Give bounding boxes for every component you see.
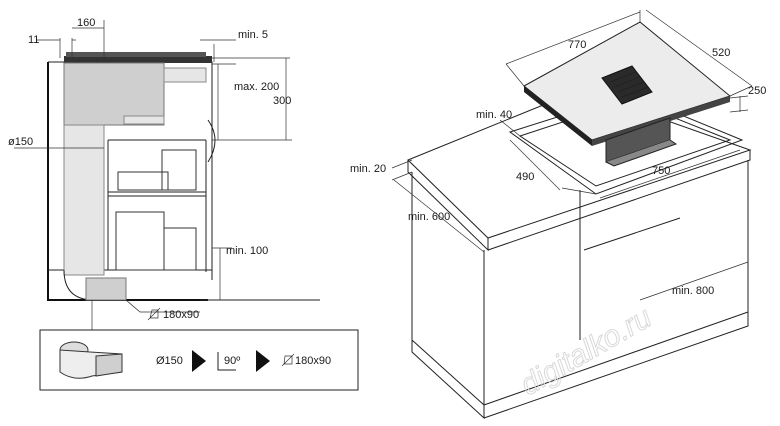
dim-min5-line	[200, 39, 236, 65]
dim-300-label: 300	[273, 95, 291, 107]
dim-min40-label: min. 40	[476, 109, 512, 121]
dim-250-line	[729, 95, 749, 113]
dim-duct-line	[125, 299, 200, 313]
cabinet-front-edge	[204, 61, 213, 280]
dim-11-line	[36, 38, 76, 58]
adapter-rect-label: 180x90	[295, 355, 331, 367]
dim-750-label: 750	[652, 165, 670, 177]
dim-duct-label: 180x90	[163, 309, 199, 321]
dim-max200-label: max. 200	[234, 81, 279, 93]
adapter-round-label: Ø150	[156, 355, 183, 367]
pot-3	[163, 227, 197, 271]
dim-min5-label: min. 5	[238, 29, 268, 41]
dim-520-line	[645, 9, 753, 97]
pot-2	[115, 211, 165, 271]
duct-adapter-panel: Ø150 90º 180x90	[39, 329, 359, 391]
worktop	[64, 56, 212, 63]
iso-worktop-edge-left	[407, 160, 489, 252]
arrow-icon-1	[192, 350, 206, 372]
dim-min20-line	[391, 159, 413, 181]
dim-160-label: 160	[77, 17, 95, 29]
dim-490-label: 490	[516, 171, 534, 183]
dim-min100-label: min. 100	[226, 245, 268, 257]
dim-11-label: 11	[28, 34, 39, 46]
cabinet-outline	[47, 62, 208, 301]
duct-rect-symbol	[147, 307, 161, 321]
pot-1	[161, 149, 197, 191]
dim-min600-line	[393, 179, 485, 253]
dim-min100-line	[212, 247, 232, 300]
dim-max200-line	[212, 64, 230, 141]
extraction-unit	[63, 62, 165, 126]
dim-520-label: 520	[712, 47, 730, 59]
dim-dia150-label: ø150	[8, 136, 33, 148]
iso-vent-grille	[601, 65, 653, 105]
elbow-90-icon	[217, 352, 236, 371]
dim-min20-label: min. 20	[350, 163, 386, 175]
pan-1	[117, 171, 169, 191]
dim-490-line	[509, 139, 597, 195]
iso-cabinet-side	[411, 172, 485, 407]
dim-min800-line	[639, 261, 749, 301]
dim-min600-label: min. 600	[408, 211, 450, 223]
iso-worktop-edge-front	[487, 150, 751, 251]
isometric-view: 770 520 250 min. 40 490 750 min. 20 min.…	[350, 9, 766, 420]
rect-duct-symbol	[281, 353, 295, 367]
duct-outlet	[85, 277, 127, 301]
dim-160-line	[72, 20, 105, 60]
hob-glass	[66, 52, 206, 57]
dim-min800-label: min. 800	[672, 285, 714, 297]
adapter-angle-label: 90º	[224, 355, 240, 367]
dim-300-line	[212, 57, 292, 141]
duct-adapter-icon	[59, 341, 123, 379]
side-section-view: 11 160 min. 5 max. 200 300 ø150 min. 100…	[8, 17, 320, 330]
arrow-icon-2	[256, 350, 270, 372]
dim-250-label: 250	[748, 85, 766, 97]
drawer-handle	[207, 119, 216, 163]
dim-770-label: 770	[568, 39, 586, 51]
vertical-duct	[63, 124, 105, 276]
dim-750-line	[599, 149, 741, 199]
dim-min40-line	[499, 119, 521, 137]
dim-770-line	[505, 10, 641, 87]
